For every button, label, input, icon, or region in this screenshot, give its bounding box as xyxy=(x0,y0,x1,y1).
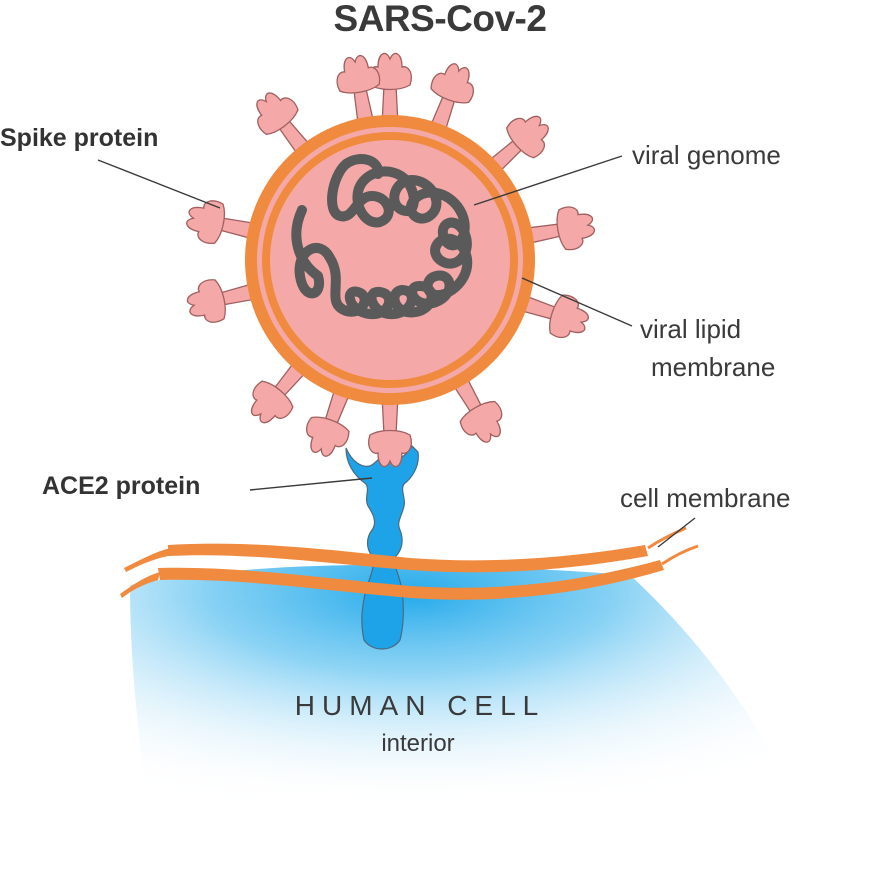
diagram-title: SARS-Cov-2 xyxy=(333,0,547,39)
viral-lipid-membrane-label-line2: membrane xyxy=(651,352,776,382)
genome-leader-line xyxy=(473,155,623,206)
ace2-protein-label: ACE2 protein xyxy=(42,472,201,500)
human-cell-label: HUMAN CELL xyxy=(294,690,546,721)
ace2-leader-line xyxy=(249,477,373,491)
spike-protein-label: Spike protein xyxy=(0,124,159,152)
viral-genome xyxy=(291,154,473,320)
virus-body xyxy=(245,115,535,405)
spike-leader-line xyxy=(97,159,221,209)
viral-genome-label: viral genome xyxy=(632,140,781,170)
viral-lipid-membrane-label-line1: viral lipid xyxy=(640,314,742,344)
interior-label: interior xyxy=(381,730,455,757)
human-cell xyxy=(130,564,800,825)
cell-membrane-label: cell membrane xyxy=(620,483,791,513)
cell-membrane xyxy=(120,526,699,600)
leader-lines xyxy=(97,155,696,548)
cell-membrane-leader-line xyxy=(657,517,696,548)
membrane-leader-line xyxy=(521,277,633,327)
